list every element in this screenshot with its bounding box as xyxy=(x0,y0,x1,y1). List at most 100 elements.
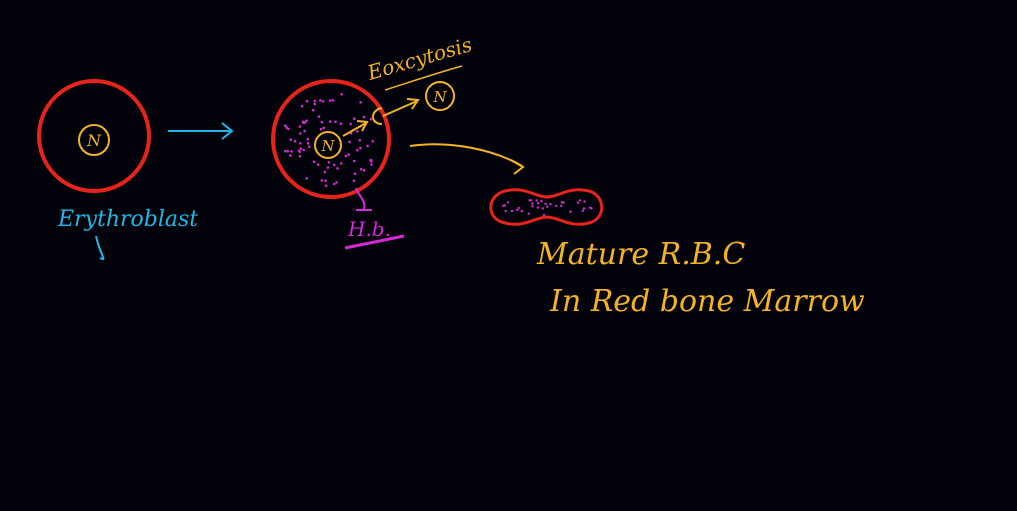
hemoglobin-dot xyxy=(359,167,363,171)
erythroblast-label: Erythroblast xyxy=(57,207,198,232)
hemoglobin-dot xyxy=(300,104,304,108)
hemoglobin-dot xyxy=(356,130,359,133)
hemoglobin-dot xyxy=(369,158,373,162)
hemoglobin-dot xyxy=(328,120,332,123)
rbc-hemoglobin-dot xyxy=(541,207,545,210)
rbc-hemoglobin-dot xyxy=(544,202,547,205)
hemoglobin-dot xyxy=(302,148,305,152)
hemoglobin-dot xyxy=(359,101,363,104)
hemoglobin-dot xyxy=(293,139,297,143)
hemoglobin-dot xyxy=(356,148,359,152)
hemoglobin-dot xyxy=(340,162,343,165)
hemoglobin-dot xyxy=(324,179,327,182)
hemoglobin-dot xyxy=(335,181,338,184)
exocytosis-arrow xyxy=(342,98,420,137)
rbc-hemoglobin-dot xyxy=(576,201,580,204)
hemoglobin-dot xyxy=(299,142,302,145)
hemoglobin-dot xyxy=(336,167,339,170)
hemoglobin-dot xyxy=(340,93,344,96)
erythroblast-nucleus-label: N xyxy=(86,131,102,150)
rbc-hemoglobin-dot xyxy=(531,202,534,205)
rbc-hemoglobin-dot xyxy=(542,213,546,217)
hemoglobin-dot xyxy=(299,147,303,150)
rbc-hemoglobin-dot xyxy=(569,210,572,213)
rbc-hemoglobin-dot xyxy=(536,206,539,209)
hemoglobin-label: H.b. xyxy=(347,217,391,241)
rbc-hemoglobin-dot xyxy=(510,209,514,213)
hemoglobin-dot xyxy=(319,127,323,131)
hemoglobin-dot xyxy=(313,99,317,103)
hemoglobin-dot xyxy=(312,160,316,164)
hemoglobin-dot xyxy=(332,163,336,167)
rbc-hemoglobin-dot xyxy=(520,209,524,213)
hemoglobin-dot xyxy=(283,124,287,127)
hemoglobin-dot xyxy=(285,126,289,129)
developing-cell: N xyxy=(271,79,391,199)
hemoglobin-dot xyxy=(352,159,356,163)
erythroblast-cell: N xyxy=(37,79,151,193)
maturation-arrow xyxy=(409,143,525,175)
hemoglobin-dot xyxy=(339,122,343,125)
mature-rbc-membrane xyxy=(489,188,604,226)
hemoglobin-dot xyxy=(289,138,293,141)
hemoglobin-dot xyxy=(299,132,302,135)
rbc-hemoglobin-dot xyxy=(506,201,510,204)
hemoglobin-dot xyxy=(370,163,373,166)
hemoglobin-dot xyxy=(366,144,369,148)
hemoglobin-dot xyxy=(323,170,327,174)
erythroblast-membrane xyxy=(37,79,151,193)
hemoglobin-dot xyxy=(290,150,293,153)
rbc-hemoglobin-dot xyxy=(502,204,505,207)
hemoglobin-dot xyxy=(305,99,309,103)
hemoglobin-dot xyxy=(307,145,311,149)
exocytosis-underline xyxy=(384,65,463,91)
rbc-hemoglobin-dot xyxy=(531,205,534,208)
rbc-hemoglobin-dot xyxy=(578,199,582,202)
hemoglobin-dot xyxy=(306,142,310,145)
hemoglobin-pointer xyxy=(355,187,372,211)
hemoglobin-dot xyxy=(311,108,315,112)
rbc-hemoglobin-dot xyxy=(504,209,507,213)
rbc-hemoglobin-dot xyxy=(589,206,592,209)
hemoglobin-dot xyxy=(362,168,366,172)
rbc-hemoglobin-dot xyxy=(535,199,538,202)
hemoglobin-dot xyxy=(369,117,373,121)
hemoglobin-dot xyxy=(358,139,362,142)
hemoglobin-dots xyxy=(283,93,377,187)
developing-cell-nucleus-label: N xyxy=(320,137,335,155)
hemoglobin-dot xyxy=(303,129,306,133)
hemoglobin-dot xyxy=(359,146,362,150)
rbc-hemoglobin-dot xyxy=(562,201,565,204)
hemoglobin-dot xyxy=(353,117,356,120)
expelled-nucleus-outline xyxy=(425,81,455,111)
hemoglobin-dot xyxy=(324,184,328,187)
progression-arrow xyxy=(168,122,234,140)
hemoglobin-dot xyxy=(289,154,292,157)
hemoglobin-dot xyxy=(326,166,330,169)
hemoglobin-dot xyxy=(306,137,310,141)
hemoglobin-dot xyxy=(313,102,317,106)
hemoglobin-dot xyxy=(301,120,305,124)
hemoglobin-underline xyxy=(344,234,405,250)
hemoglobin-dot xyxy=(362,115,366,119)
rbc-hemoglobin-dot xyxy=(560,204,563,208)
hemoglobin-dot xyxy=(322,126,326,130)
rbc-hemoglobin-dot xyxy=(540,199,543,203)
hemoglobin-dot xyxy=(334,120,337,124)
mature-rbc-cell xyxy=(489,188,604,226)
rbc-hemoglobin-dot xyxy=(581,209,585,212)
developing-cell-nucleus xyxy=(314,131,342,159)
rbc-hemoglobin-dot xyxy=(582,207,586,210)
hemoglobin-dot xyxy=(332,182,336,186)
rbc-hemoglobin-dot xyxy=(549,203,552,206)
developing-cell-membrane xyxy=(271,79,391,199)
hemoglobin-dot xyxy=(321,100,325,103)
hemoglobin-dot xyxy=(344,154,348,158)
hemoglobin-dot xyxy=(298,125,302,128)
rbc-hemoglobin-dot xyxy=(527,212,530,215)
expelled-nucleus-label: N xyxy=(432,88,447,106)
hemoglobin-dot xyxy=(353,172,357,175)
hemoglobin-dot xyxy=(329,99,332,102)
hemoglobin-dot xyxy=(286,149,290,153)
